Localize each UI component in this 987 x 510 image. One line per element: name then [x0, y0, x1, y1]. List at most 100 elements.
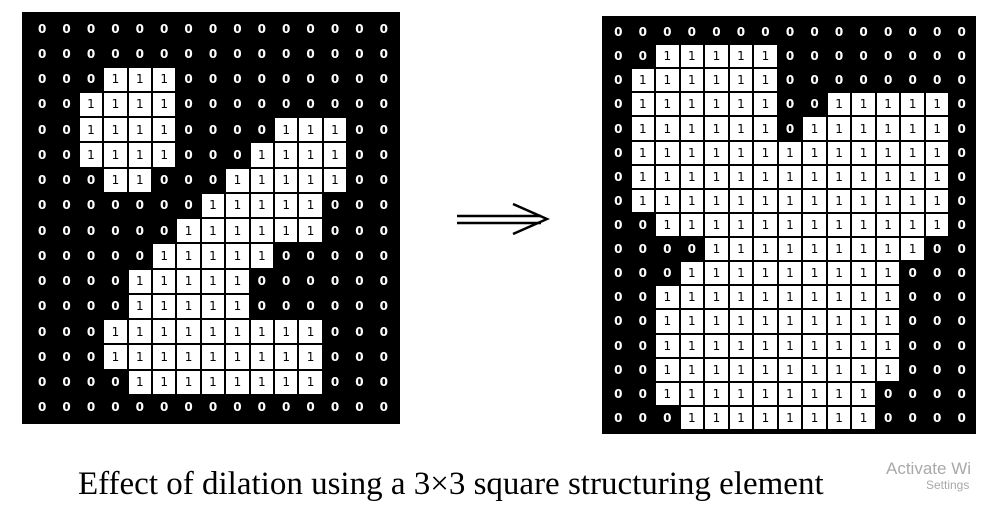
pixel-cell: 1	[704, 333, 729, 358]
pixel-cell: 0	[62, 274, 71, 289]
pixel-cell: 0	[330, 72, 340, 87]
pixel-cell: 0	[184, 46, 193, 61]
pixel-cell: 1	[851, 405, 876, 430]
pixel-cell: 0	[111, 21, 120, 36]
pixel-cell: 1	[679, 140, 705, 165]
pixel-cell: 0	[330, 46, 340, 61]
pixel-cell: 0	[355, 400, 364, 415]
pixel-cell: 1	[924, 164, 950, 189]
pixel-cell: 1	[630, 116, 656, 141]
pixel-cell: 0	[160, 400, 169, 415]
pixel-cell: 0	[330, 375, 340, 390]
pixel-cell: 0	[379, 375, 388, 390]
pixel-cell: 1	[851, 212, 876, 238]
pixel-cell: 0	[957, 145, 966, 160]
pixel-cell: 0	[282, 400, 291, 415]
pixel-cell: 1	[802, 381, 827, 406]
pixel-cell: 0	[135, 223, 144, 238]
pixel-cell: 1	[78, 117, 104, 143]
pixel-cell: 0	[957, 386, 966, 401]
pixel-cell: 1	[802, 357, 827, 382]
pixel-cell: 1	[704, 92, 729, 117]
pixel-cell: 0	[957, 25, 966, 40]
pixel-cell: 0	[933, 410, 942, 425]
pixel-cell: 0	[86, 400, 96, 415]
pixel-cell: 1	[851, 140, 876, 165]
pixel-cell: 0	[859, 49, 868, 64]
pixel-cell: 0	[933, 266, 942, 281]
pixel-cell: 1	[826, 333, 852, 358]
pixel-cell: 0	[614, 73, 623, 88]
pixel-cell: 1	[655, 164, 680, 189]
pixel-cell: 1	[151, 344, 177, 370]
pixel-cell: 0	[379, 198, 388, 213]
pixel-cell: 1	[753, 68, 778, 93]
pixel-cell: 1	[728, 92, 754, 117]
pixel-cell: 1	[802, 285, 827, 310]
pixel-cell: 1	[225, 344, 250, 370]
pixel-cell: 0	[62, 198, 71, 213]
pixel-cell: 0	[957, 97, 966, 112]
pixel-cell: 1	[704, 68, 729, 93]
pixel-cell: 1	[200, 192, 226, 218]
pixel-cell: 1	[225, 369, 250, 395]
pixel-cell: 0	[379, 46, 388, 61]
pixel-cell: 0	[663, 410, 672, 425]
pixel-cell: 1	[802, 164, 827, 189]
pixel-cell: 0	[135, 248, 144, 263]
pixel-cell: 0	[834, 49, 844, 64]
pixel-cell: 1	[753, 92, 778, 117]
pixel-cell: 0	[614, 314, 623, 329]
pixel-cell: 1	[900, 164, 925, 189]
pixel-cell: 0	[282, 97, 291, 112]
pixel-cell: 0	[38, 97, 47, 112]
pixel-cell: 1	[753, 237, 778, 262]
pixel-cell: 0	[233, 400, 242, 415]
pixel-cell: 0	[614, 217, 623, 232]
pixel-cell: 0	[379, 274, 388, 289]
pixel-cell: 1	[78, 91, 104, 117]
pixel-cell: 1	[777, 381, 803, 406]
pixel-cell: 0	[184, 147, 193, 162]
pixel-cell: 1	[924, 188, 950, 213]
pixel-cell: 0	[62, 21, 71, 36]
pixel-cell: 0	[62, 122, 71, 137]
pixel-cell: 1	[777, 309, 803, 334]
pixel-cell: 0	[355, 198, 364, 213]
pixel-cell: 0	[957, 73, 966, 88]
pixel-cell: 0	[160, 173, 169, 188]
pixel-cell: 0	[933, 290, 942, 305]
pixel-cell: 0	[859, 73, 868, 88]
pixel-cell: 0	[355, 349, 364, 364]
pixel-cell: 0	[908, 410, 917, 425]
pixel-cell: 1	[679, 405, 705, 430]
pixel-cell: 1	[679, 44, 705, 69]
pixel-cell: 0	[111, 274, 120, 289]
pixel-cell: 1	[875, 140, 901, 165]
pixel-cell: 1	[875, 309, 901, 334]
pixel-cell: 0	[638, 266, 647, 281]
pixel-cell: 1	[851, 261, 876, 286]
pixel-cell: 1	[322, 117, 348, 143]
pixel-cell: 0	[38, 147, 47, 162]
pixel-cell: 1	[630, 68, 656, 93]
pixel-cell: 0	[233, 21, 242, 36]
pixel-cell: 0	[638, 49, 647, 64]
pixel-cell: 0	[785, 121, 795, 136]
pixel-cell: 0	[111, 400, 120, 415]
pixel-cell: 1	[176, 344, 201, 370]
pixel-cell: 1	[655, 188, 680, 213]
pixel-cell: 1	[728, 116, 754, 141]
pixel-cell: 0	[933, 314, 942, 329]
pixel-cell: 1	[777, 405, 803, 430]
pixel-cell: 0	[933, 242, 942, 257]
pixel-cell: 1	[753, 405, 778, 430]
pixel-cell: 0	[282, 274, 291, 289]
pixel-cell: 1	[753, 309, 778, 334]
pixel-cell: 1	[875, 188, 901, 213]
pixel-cell: 1	[826, 285, 852, 310]
pixel-cell: 1	[249, 243, 274, 269]
pixel-cell: 0	[834, 73, 844, 88]
pixel-cell: 1	[875, 212, 901, 238]
pixel-cell: 1	[273, 218, 299, 244]
